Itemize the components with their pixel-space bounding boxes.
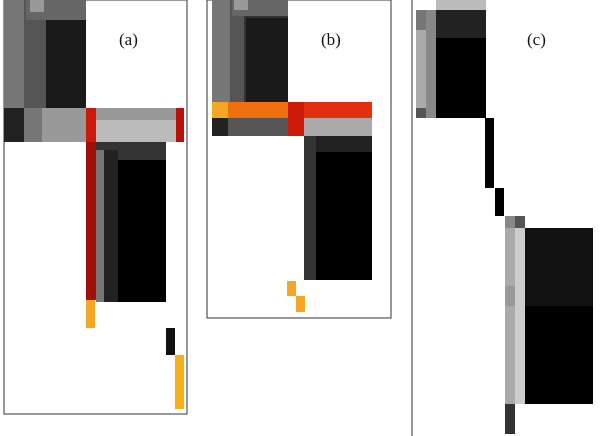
panel-a-block-lower bbox=[86, 142, 166, 328]
panel-b-label: (b) bbox=[321, 30, 341, 49]
panel-c: (c) bbox=[411, 0, 593, 436]
panel-a-frame bbox=[3, 0, 188, 415]
panel-b-block-lower bbox=[304, 136, 372, 280]
panel-c-block-top bbox=[416, 0, 486, 118]
panel-a: (a) bbox=[3, 0, 188, 415]
panel-c-block-lower bbox=[505, 216, 593, 434]
panel-a-label: (a) bbox=[119, 30, 138, 49]
panel-b-band-middle bbox=[212, 102, 372, 136]
panel-c-label: (c) bbox=[527, 30, 546, 49]
panel-b-frame bbox=[206, 0, 392, 319]
panel-b-block-top-left bbox=[212, 0, 288, 102]
panel-b-small-marks bbox=[287, 281, 305, 312]
panel-b: (b) bbox=[206, 0, 392, 319]
panel-c-diagonal-marks bbox=[485, 118, 504, 216]
panel-a-band-middle bbox=[4, 108, 184, 142]
panel-a-small-marks bbox=[166, 328, 184, 409]
panel-a-block-top-left bbox=[4, 0, 86, 108]
